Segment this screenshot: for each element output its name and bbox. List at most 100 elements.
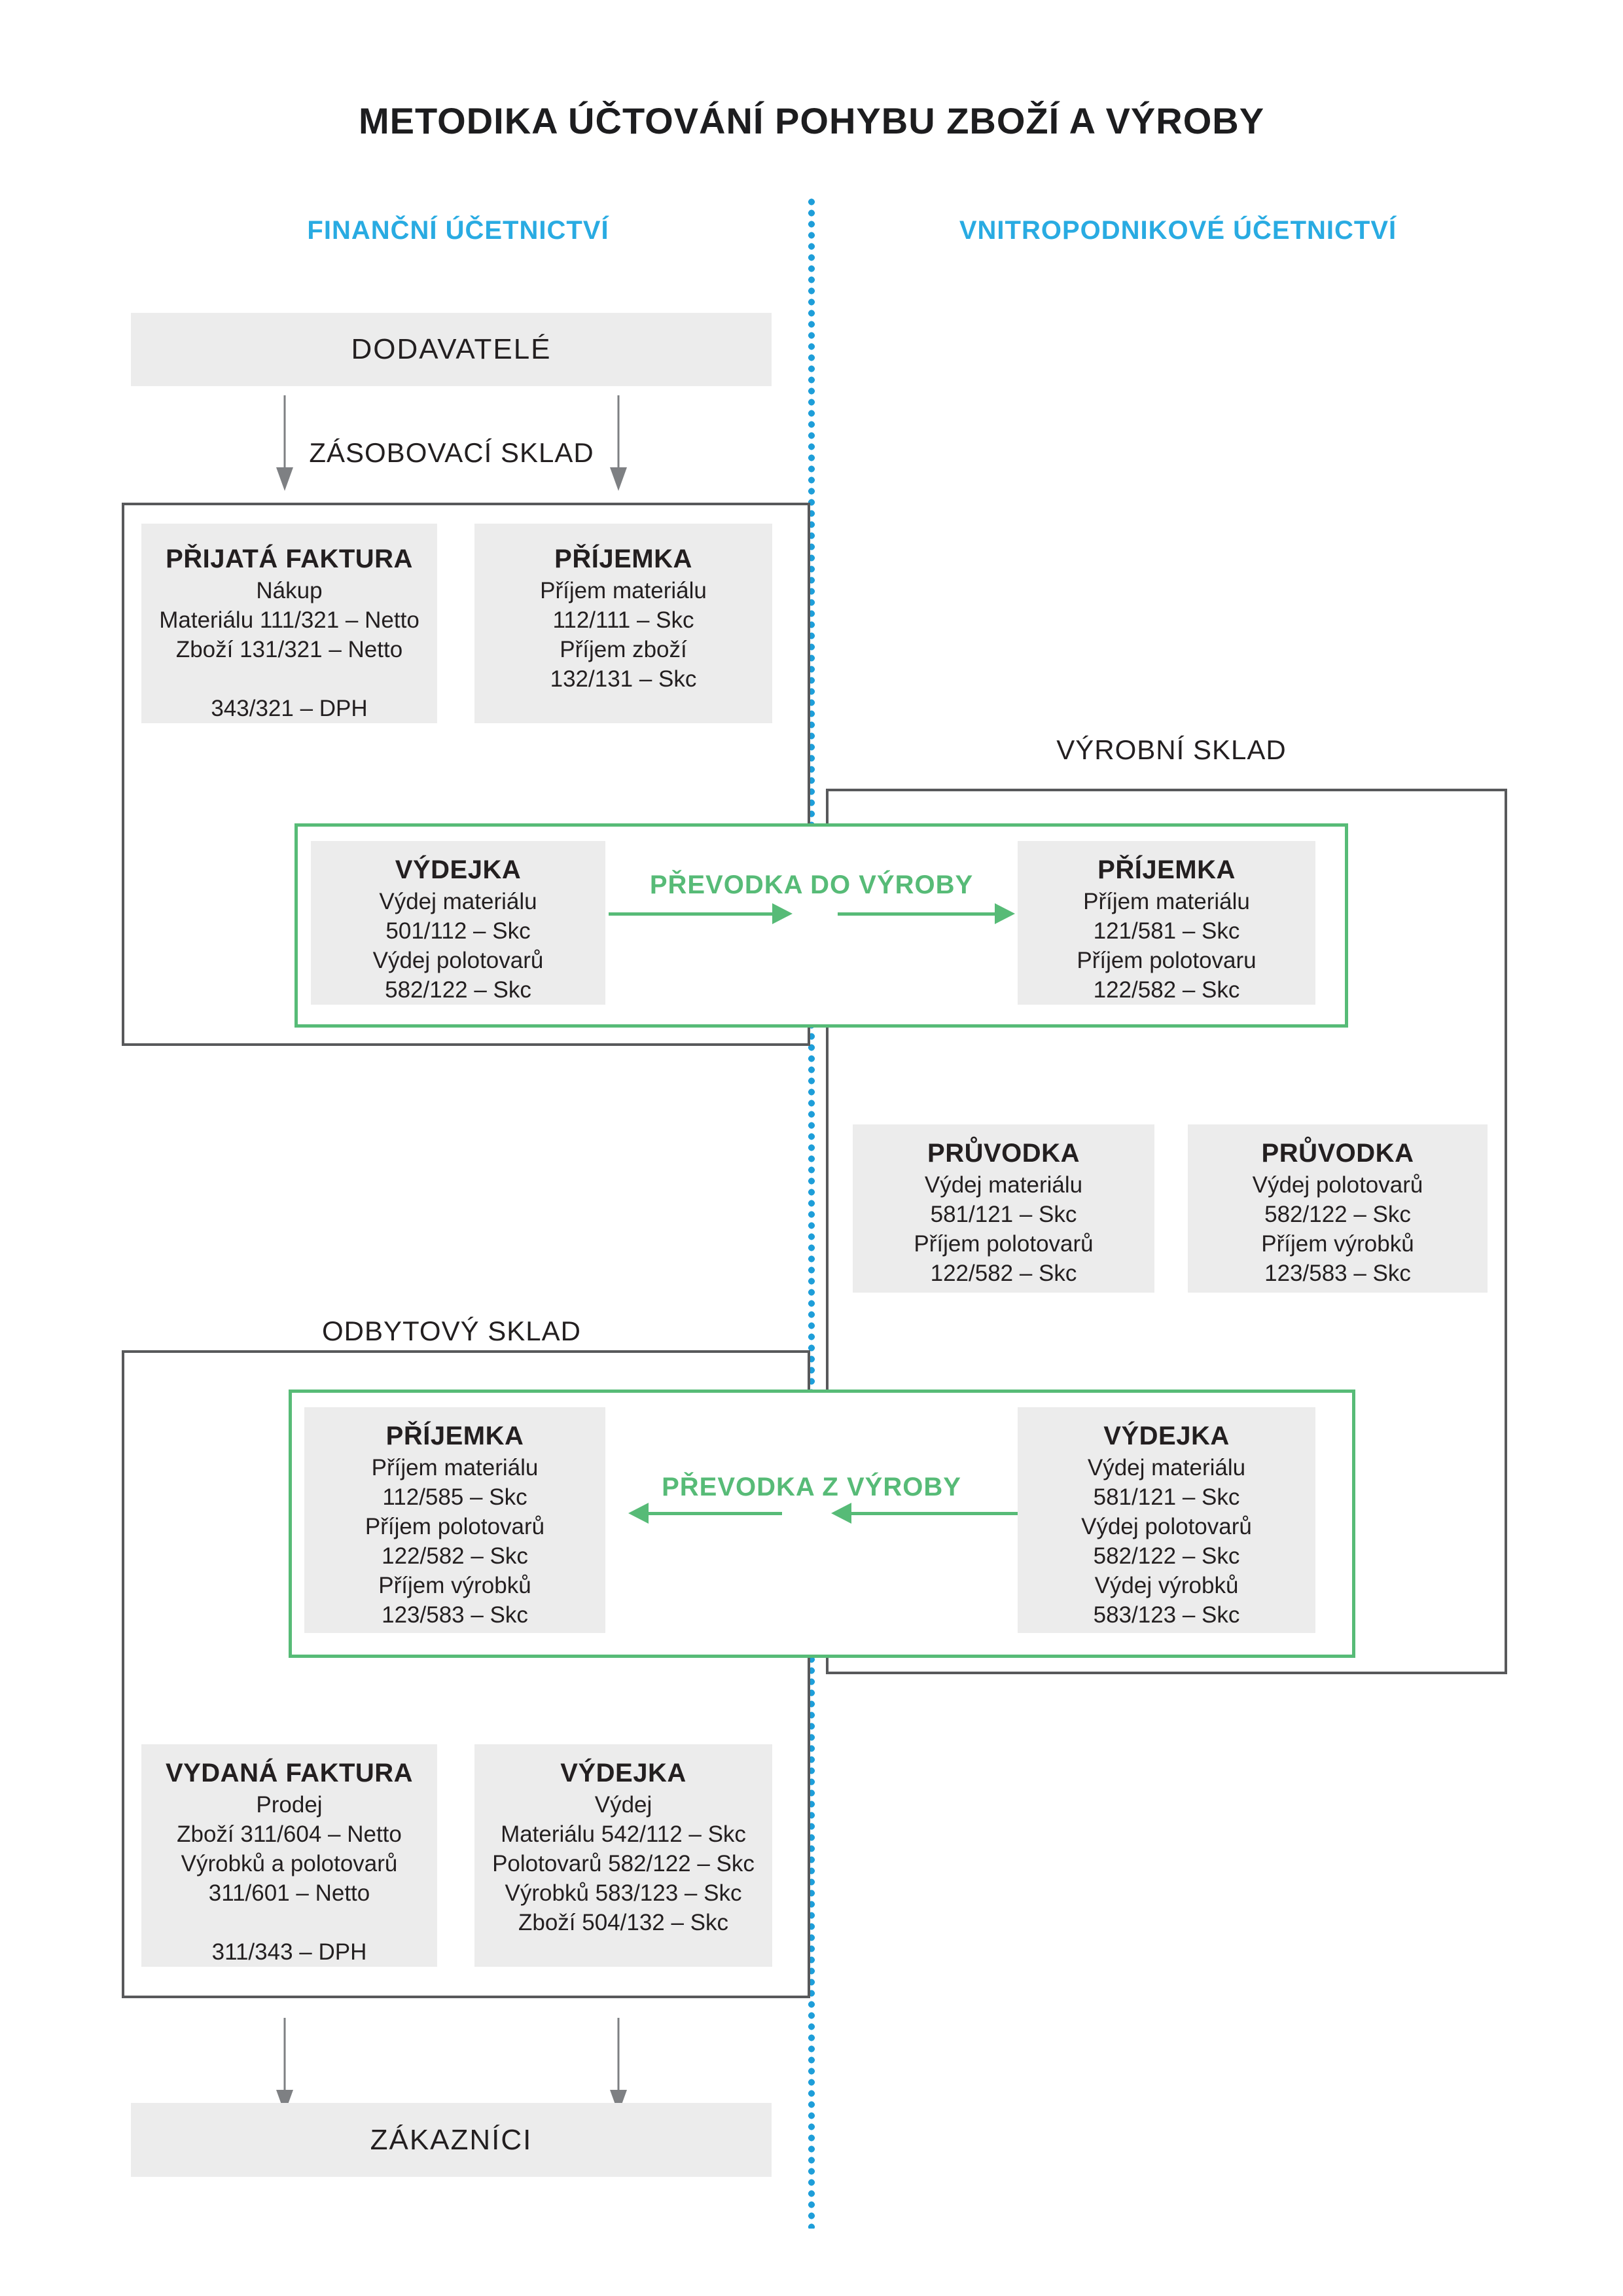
card-line [141, 664, 437, 694]
card-title: VÝDEJKA [395, 855, 522, 884]
card-line: Příjem polotovaru [1077, 948, 1257, 973]
card-line: 311/343 – DPH [211, 1939, 367, 1965]
card-title: PŘÍJEMKA [554, 545, 692, 573]
card-line: Výdej polotovarů [1252, 1172, 1423, 1198]
card-line: 123/583 – Skc [382, 1602, 528, 1628]
card-line: 583/123 – Skc [1093, 1602, 1240, 1628]
card-line: 582/122 – Skc [1093, 1543, 1240, 1569]
arrow-down-icon [276, 2018, 294, 2115]
arrow-head [610, 467, 627, 491]
customers-label: ZÁKAZNÍCI [370, 2123, 533, 2156]
customers-box: ZÁKAZNÍCI [131, 2103, 772, 2177]
card-line: Příjem materiálu [371, 1455, 539, 1480]
arrow-shaft [617, 2018, 620, 2091]
card-title: PŘIJATÁ FAKTURA [166, 545, 413, 573]
card-line: Příjem materiálu [1083, 889, 1250, 914]
page-title: METODIKA ÚČTOVÁNÍ POHYBU ZBOŽÍ A VÝROBY [358, 100, 1265, 141]
card-line: 112/111 – Skc [552, 607, 694, 633]
arrow-down-icon [609, 395, 628, 492]
section-label-sales-warehouse: ODBYTOVÝ SKLAD [321, 1316, 582, 1346]
card-line: Zboží 131/321 – Netto [175, 637, 403, 662]
card-line: 582/122 – Skc [1264, 1202, 1411, 1227]
card-issue-to-production: VÝDEJKA Výdej materiálu 501/112 – Skc Vý… [311, 841, 605, 1005]
suppliers-box: DODAVATELÉ [131, 313, 772, 386]
card-title: VÝDEJKA [560, 1759, 687, 1787]
suppliers-label: DODAVATELÉ [351, 333, 552, 365]
card-title: VYDANÁ FAKTURA [165, 1759, 414, 1787]
card-line: 122/582 – Skc [930, 1261, 1077, 1286]
transfer-arrow-right-icon [609, 903, 1018, 925]
card-line: Materiálu 542/112 – Skc [501, 1821, 746, 1847]
card-line: 123/583 – Skc [1264, 1261, 1411, 1286]
card-received-invoice: PŘIJATÁ FAKTURA Nákup Materiálu 111/321 … [141, 524, 437, 723]
card-line: Příjem výrobků [1261, 1231, 1414, 1257]
card-line: Polotovarů 582/122 – Skc [492, 1851, 755, 1876]
card-title: VÝDEJKA [1103, 1422, 1230, 1450]
card-line: Výdej polotovarů [372, 948, 544, 973]
card-line: 343/321 – DPH [211, 696, 368, 721]
card-line: Příjem polotovarů [365, 1514, 545, 1539]
transfer-to-production-label: PŘEVODKA DO VÝROBY [649, 870, 974, 899]
card-issued-invoice: VYDANÁ FAKTURA Prodej Zboží 311/604 – Ne… [141, 1744, 437, 1967]
card-title: PŘÍJEMKA [1097, 855, 1236, 884]
card-line: 122/582 – Skc [1093, 977, 1240, 1003]
section-label-supply-warehouse: ZÁSOBOVACÍ SKLAD [309, 437, 594, 468]
card-line: Prodej [256, 1792, 323, 1818]
card-pruvodka-material: PRŮVODKA Výdej materiálu 581/121 – Skc P… [853, 1124, 1154, 1293]
card-title: PŘÍJEMKA [385, 1422, 524, 1450]
card-line: Zboží 504/132 – Skc [518, 1910, 729, 1935]
arrow-shaft [283, 2018, 286, 2091]
card-line: Příjem zboží [560, 637, 687, 662]
transfer-arrow-left-icon [628, 1503, 1021, 1524]
arrow-shaft [283, 395, 286, 469]
arrow-shaft [849, 1512, 1021, 1515]
card-line: Příjem polotovarů [914, 1231, 1094, 1257]
card-line: 112/585 – Skc [382, 1484, 527, 1510]
card-line: Výrobků a polotovarů [181, 1851, 398, 1876]
card-line: 121/581 – Skc [1093, 918, 1240, 944]
arrow-head [276, 467, 293, 491]
arrow-shaft [647, 1512, 782, 1515]
card-line: 582/122 – Skc [385, 977, 531, 1003]
card-line: 581/121 – Skc [1093, 1484, 1240, 1510]
card-line: Výdej výrobků [1094, 1573, 1239, 1598]
arrow-shaft [838, 912, 996, 916]
card-line: 581/121 – Skc [930, 1202, 1077, 1227]
section-label-production-warehouse: VÝROBNÍ SKLAD [1056, 734, 1287, 765]
card-issue-sale: VÝDEJKA Výdej Materiálu 542/112 – Skc Po… [474, 1744, 772, 1967]
card-line: Výdej materiálu [1087, 1455, 1246, 1480]
card-line: Výdej materiálu [379, 889, 537, 914]
card-line: Příjem výrobků [378, 1573, 531, 1598]
arrow-shaft [609, 912, 774, 916]
card-line: 311/601 – Netto [208, 1880, 370, 1906]
card-line: 122/582 – Skc [382, 1543, 528, 1569]
card-title: PRŮVODKA [1261, 1139, 1414, 1168]
arrow-shaft [617, 395, 620, 469]
card-receipt-sales: PŘÍJEMKA Příjem materiálu 112/585 – Skc … [304, 1407, 605, 1633]
arrow-head [628, 1503, 649, 1524]
card-receipt-supply: PŘÍJEMKA Příjem materiálu 112/111 – Skc … [474, 524, 772, 723]
card-line: Zboží 311/604 – Netto [177, 1821, 402, 1847]
card-pruvodka-products: PRŮVODKA Výdej polotovarů 582/122 – Skc … [1188, 1124, 1488, 1293]
card-line: Materiálu 111/321 – Netto [159, 607, 419, 633]
arrow-head [831, 1503, 851, 1524]
card-line: 501/112 – Skc [385, 918, 531, 944]
card-issue-from-production: VÝDEJKA Výdej materiálu 581/121 – Skc Vý… [1018, 1407, 1315, 1633]
arrow-down-icon [609, 2018, 628, 2115]
column-header-financial: FINANČNÍ ÚČETNICTVÍ [307, 216, 609, 245]
card-line [141, 1908, 437, 1937]
card-title: PRŮVODKA [927, 1139, 1080, 1168]
transfer-from-production-label: PŘEVODKA Z VÝROBY [662, 1473, 961, 1501]
column-header-internal: VNITROPODNIKOVÉ ÚČETNICTVÍ [959, 216, 1397, 245]
card-line: 132/131 – Skc [550, 666, 697, 692]
arrow-head [772, 903, 793, 924]
card-receipt-production: PŘÍJEMKA Příjem materiálu 121/581 – Skc … [1018, 841, 1315, 1005]
arrow-down-icon [276, 395, 294, 492]
card-line: Nákup [256, 578, 323, 603]
card-line: Výdej polotovarů [1081, 1514, 1252, 1539]
card-line: Výdej materiálu [924, 1172, 1083, 1198]
card-line: Příjem materiálu [540, 578, 707, 603]
card-line: Výrobků 583/123 – Skc [505, 1880, 742, 1906]
card-line: Výdej [594, 1792, 652, 1818]
